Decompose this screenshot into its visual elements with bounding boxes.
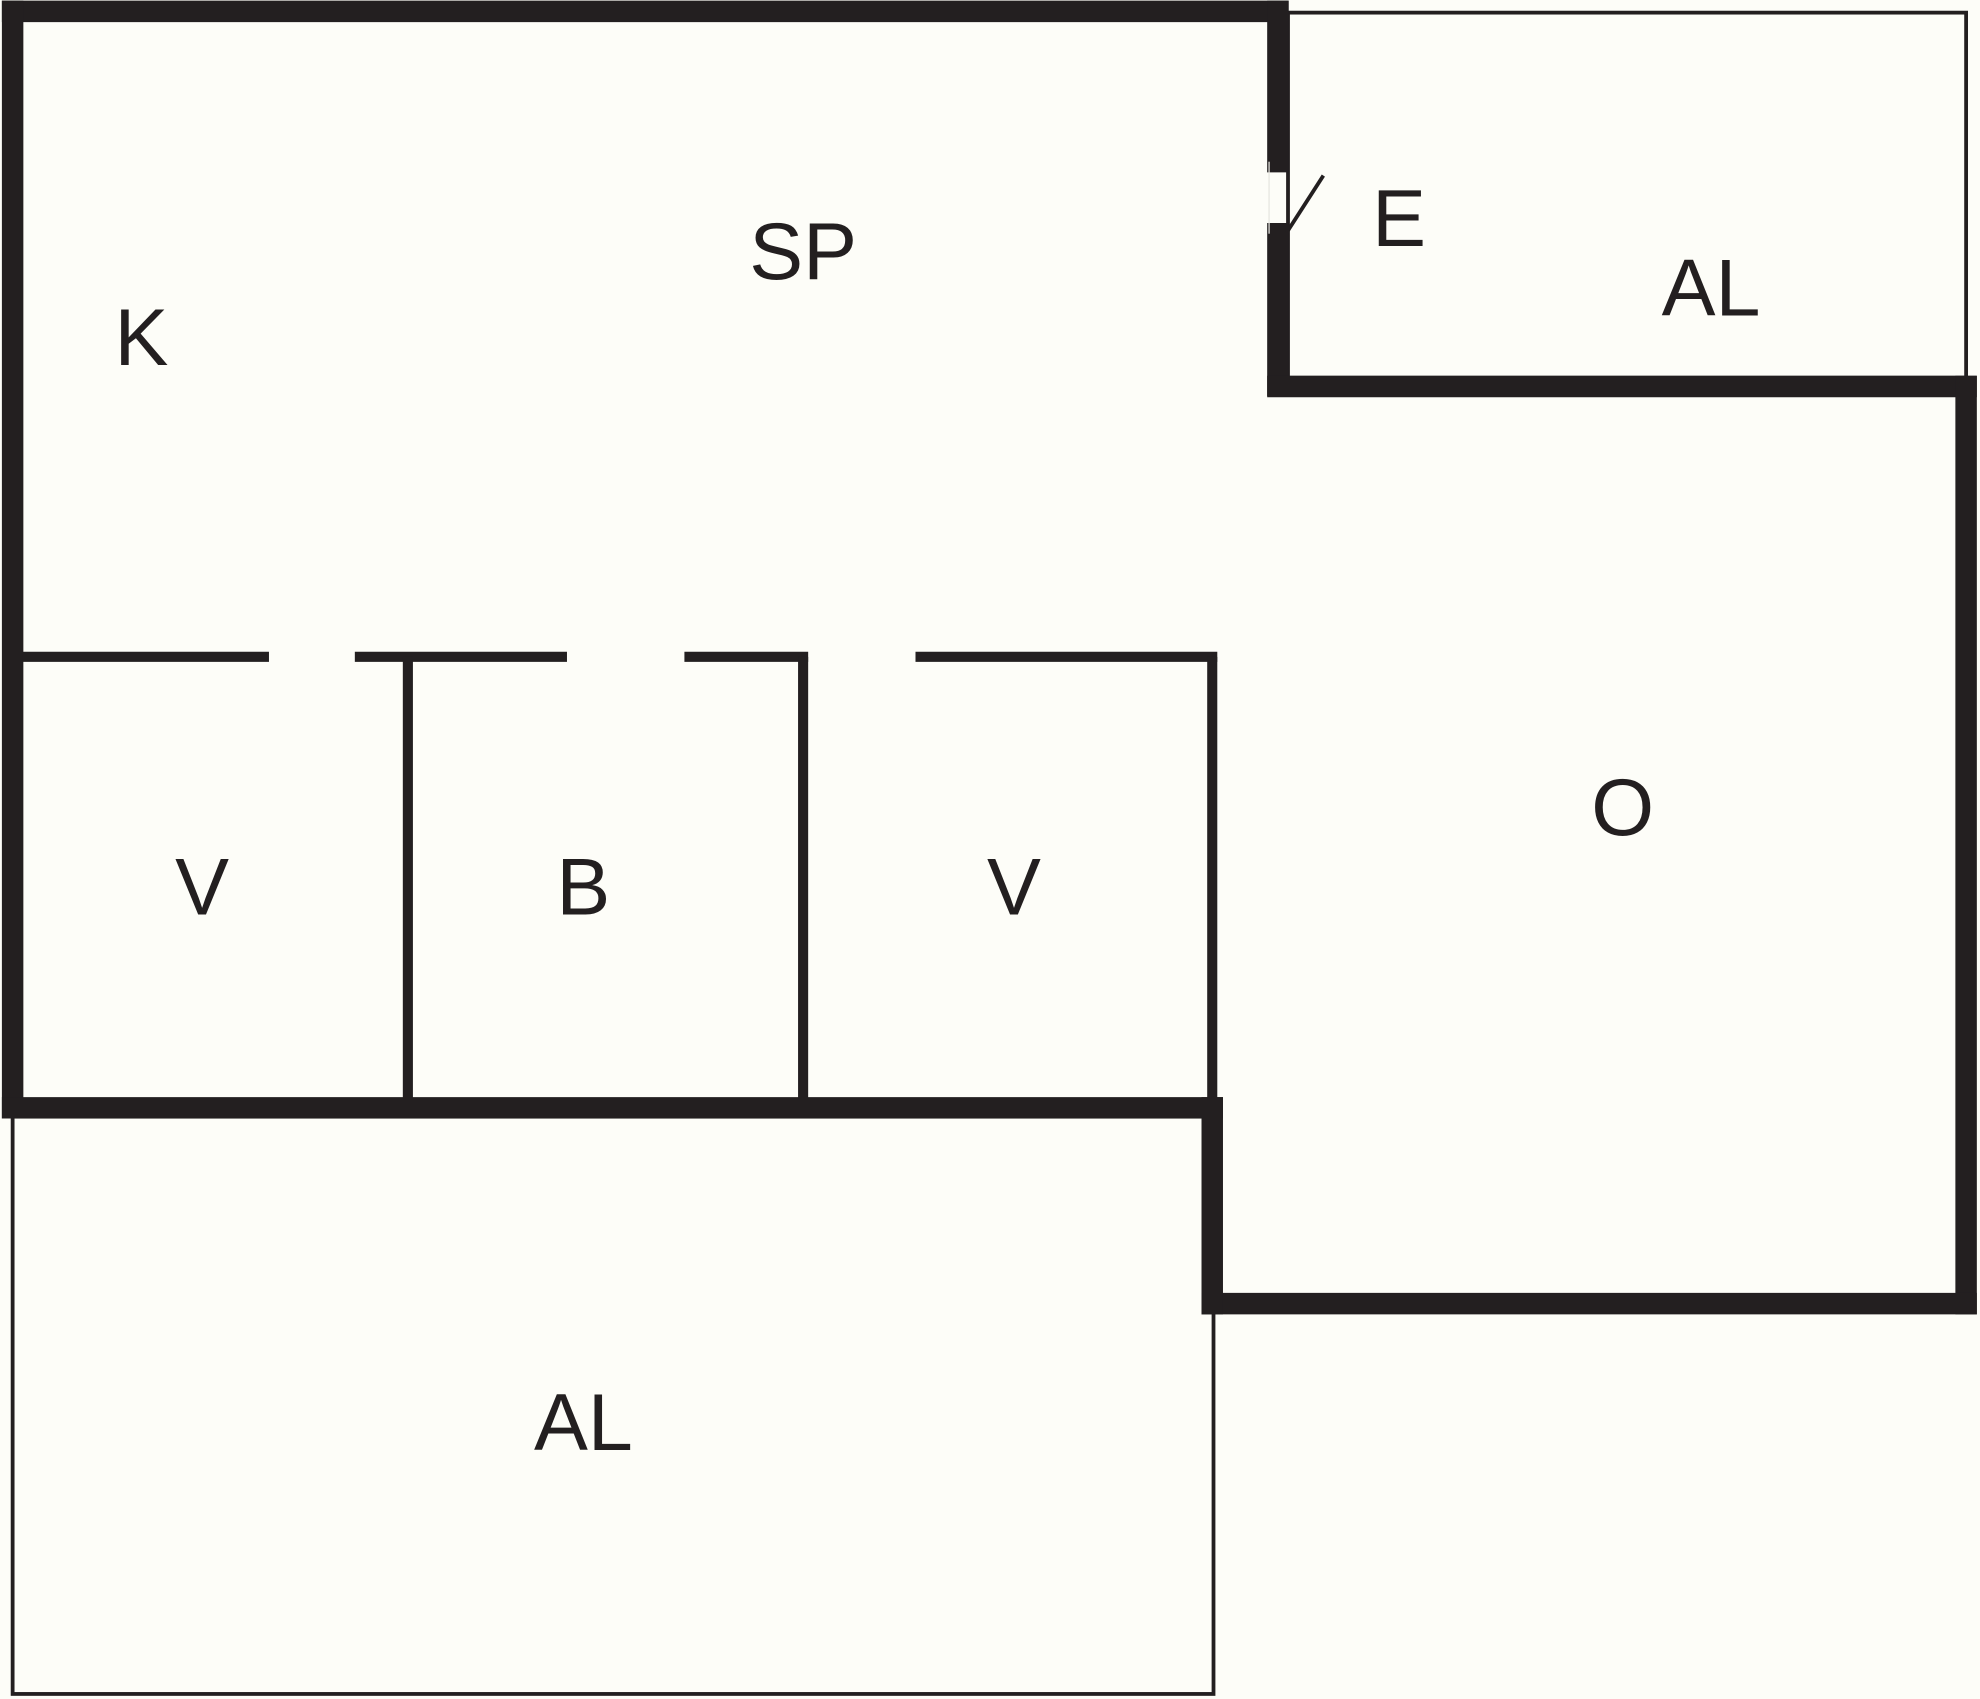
- room-balcony-bottom: AL: [534, 1378, 633, 1468]
- room-entrance: E: [1372, 174, 1426, 264]
- exterior-walls: [1, 0, 1977, 1315]
- room-living: O: [1591, 763, 1654, 853]
- entrance-door[interactable]: [1285, 174, 1325, 234]
- room-bedroom-left: V: [175, 842, 229, 932]
- interior-walls: [22, 651, 1218, 1099]
- room-bedroom-right: V: [987, 842, 1041, 932]
- room-dining: SP: [749, 207, 857, 297]
- room-labels: K SP E AL V B V O AL: [114, 174, 1760, 1468]
- room-kitchen: K: [114, 293, 168, 383]
- room-bathroom: B: [556, 842, 610, 932]
- room-balcony-top: AL: [1662, 244, 1761, 334]
